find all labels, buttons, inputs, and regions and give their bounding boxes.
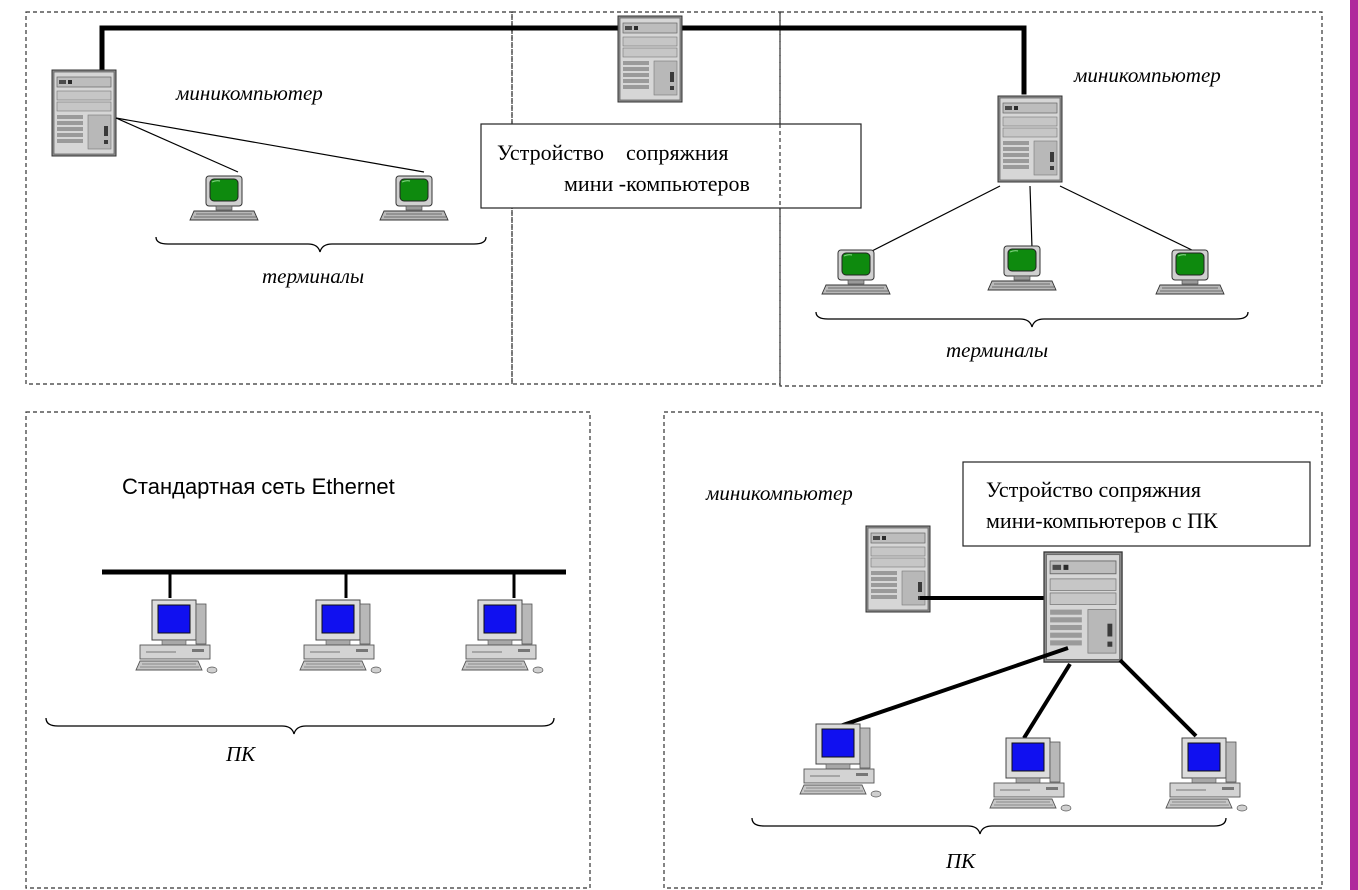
terminal-icon bbox=[379, 175, 449, 221]
region-ethernet bbox=[25, 411, 591, 889]
link-line bbox=[1118, 658, 1198, 738]
region-minicomputer-1 bbox=[25, 11, 513, 385]
region-minicomputer-3 bbox=[663, 411, 1323, 889]
terminal-icon bbox=[1155, 249, 1225, 295]
minicomputer-label: миникомпьютер bbox=[705, 481, 853, 505]
interface-box-2 bbox=[962, 461, 1311, 547]
link-line bbox=[115, 117, 239, 173]
terminals-label: терминалы bbox=[262, 264, 364, 288]
server-tower-icon bbox=[997, 95, 1063, 183]
desktop-pc-icon bbox=[461, 599, 544, 674]
brace bbox=[155, 236, 487, 253]
brace bbox=[815, 311, 1249, 328]
desktop-pc-icon bbox=[299, 599, 382, 674]
terminals-label: терминалы bbox=[946, 338, 1048, 362]
desktop-pc-icon bbox=[799, 723, 882, 798]
brace bbox=[751, 817, 1227, 835]
link-line bbox=[865, 185, 1001, 255]
link-line bbox=[1029, 185, 1033, 249]
desktop-pc-icon bbox=[1165, 737, 1248, 812]
desktop-pc-icon bbox=[989, 737, 1072, 812]
interface-box-2-line1: Устройство сопряжния bbox=[986, 477, 1201, 502]
terminal-icon bbox=[987, 245, 1057, 291]
interface-box-1-line2: мини -компьютеров bbox=[564, 171, 750, 196]
ethernet-label: Стандартная сеть Ethernet bbox=[122, 474, 395, 499]
terminal-icon bbox=[189, 175, 259, 221]
server-tower-icon bbox=[51, 69, 117, 157]
brace bbox=[45, 717, 555, 735]
link-line bbox=[1022, 662, 1072, 740]
server-tower-icon bbox=[617, 15, 683, 103]
top-backbone-line bbox=[99, 25, 1027, 95]
accent-border bbox=[1350, 0, 1358, 890]
interface-box-2-line2: мини-компьютеров с ПК bbox=[986, 508, 1218, 533]
link-line bbox=[839, 646, 1069, 728]
minicomputer-label: миникомпьютер bbox=[1073, 63, 1221, 87]
terminal-icon bbox=[821, 249, 891, 295]
link-line bbox=[1059, 185, 1197, 253]
interface-box-1 bbox=[480, 123, 862, 209]
interface-box-1-line1: Устройство сопряжния bbox=[497, 140, 729, 165]
minicomputer-label: миникомпьютер bbox=[175, 81, 323, 105]
desktop-pc-icon bbox=[135, 599, 218, 674]
server-tower-icon bbox=[1043, 551, 1123, 663]
pc-label: ПК bbox=[225, 742, 256, 766]
link-line bbox=[115, 117, 425, 173]
pc-label: ПК bbox=[945, 849, 976, 873]
